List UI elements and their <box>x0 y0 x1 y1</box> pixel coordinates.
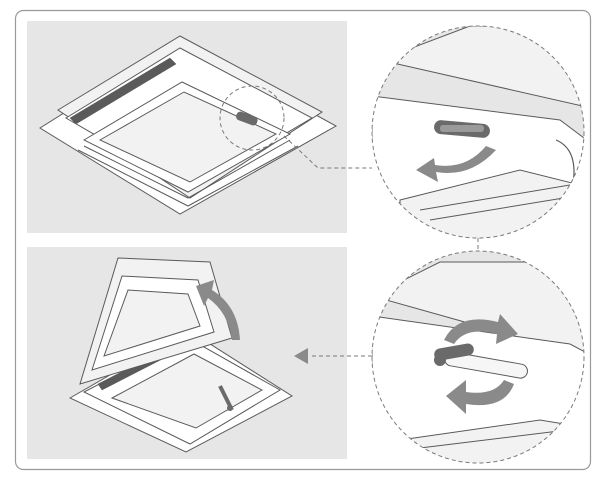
magnify-circle-top <box>219 85 285 151</box>
rotate-arrow-icon <box>446 380 514 414</box>
open-lid-arrow-icon <box>196 280 240 340</box>
connector-top <box>283 135 372 169</box>
handle-rotation-detail-bottom <box>371 250 585 464</box>
closed-roof-vent-view <box>27 21 347 233</box>
opened-roof-vent-view <box>27 247 347 459</box>
pointer-arrow-icon <box>294 348 308 364</box>
vent-handle-top <box>236 111 258 126</box>
rotate-arrow-icon <box>444 314 518 344</box>
rotate-arrow-icon <box>416 146 496 182</box>
